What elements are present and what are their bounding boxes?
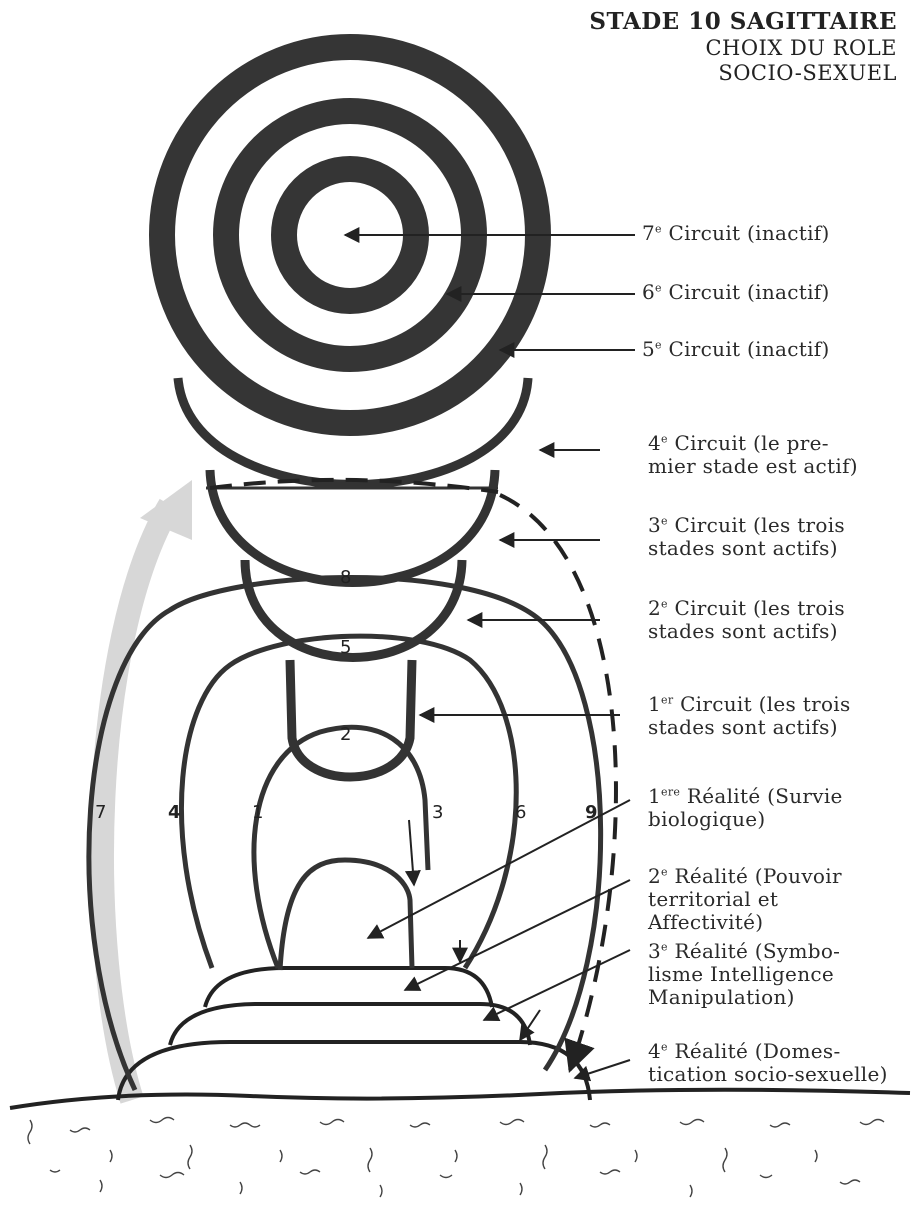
tier-4 [118, 1042, 590, 1100]
loop-inner [254, 727, 428, 968]
arrow-reality-3 [484, 950, 630, 1020]
diagram-subtitle-2: SOCIO-SEXUEL [589, 61, 897, 86]
stage-number-8: 8 [340, 567, 351, 588]
arrow-stage-3-branch [409, 820, 414, 885]
label-circuit-7: 7e Circuit (inactif) [642, 222, 830, 245]
tier-3 [170, 1004, 530, 1045]
inner-arch [280, 860, 412, 970]
label-circuit-6: 6e Circuit (inactif) [642, 281, 830, 304]
stage-number-7: 7 [95, 802, 106, 823]
ground-line [10, 1090, 910, 1108]
loop-middle [181, 636, 516, 968]
stage-number-6: 6 [515, 802, 526, 823]
arrow-reality-4 [575, 1060, 630, 1078]
diagram-subtitle-1: CHOIX DU ROLE [589, 36, 897, 61]
grey-curved-arrow [102, 505, 170, 1100]
label-circuit-4: 4e Circuit (le pre-mier stade est actif) [648, 432, 858, 478]
diagram-title: STADE 10 SAGITTAIRE [589, 8, 897, 36]
circuit-arrows [345, 235, 635, 715]
stage-number-5: 5 [340, 637, 351, 658]
stage-number-1: 1 [252, 802, 263, 823]
stage-number-2: 2 [340, 724, 351, 745]
stage-number-3: 3 [432, 802, 443, 823]
base-tiers [118, 968, 590, 1100]
tier-2 [205, 968, 492, 1007]
bowl-circuit-1 [290, 660, 412, 777]
label-reality-4: 4e Réalité (Domes-tication socio-sexuell… [648, 1040, 888, 1086]
soil-texture [28, 1118, 884, 1198]
stage-number-4: 4 [168, 802, 181, 823]
label-circuit-5: 5e Circuit (inactif) [642, 338, 830, 361]
title-block: STADE 10 SAGITTAIRE CHOIX DU ROLE SOCIO-… [589, 8, 897, 86]
stage-number-9: 9 [585, 802, 598, 823]
